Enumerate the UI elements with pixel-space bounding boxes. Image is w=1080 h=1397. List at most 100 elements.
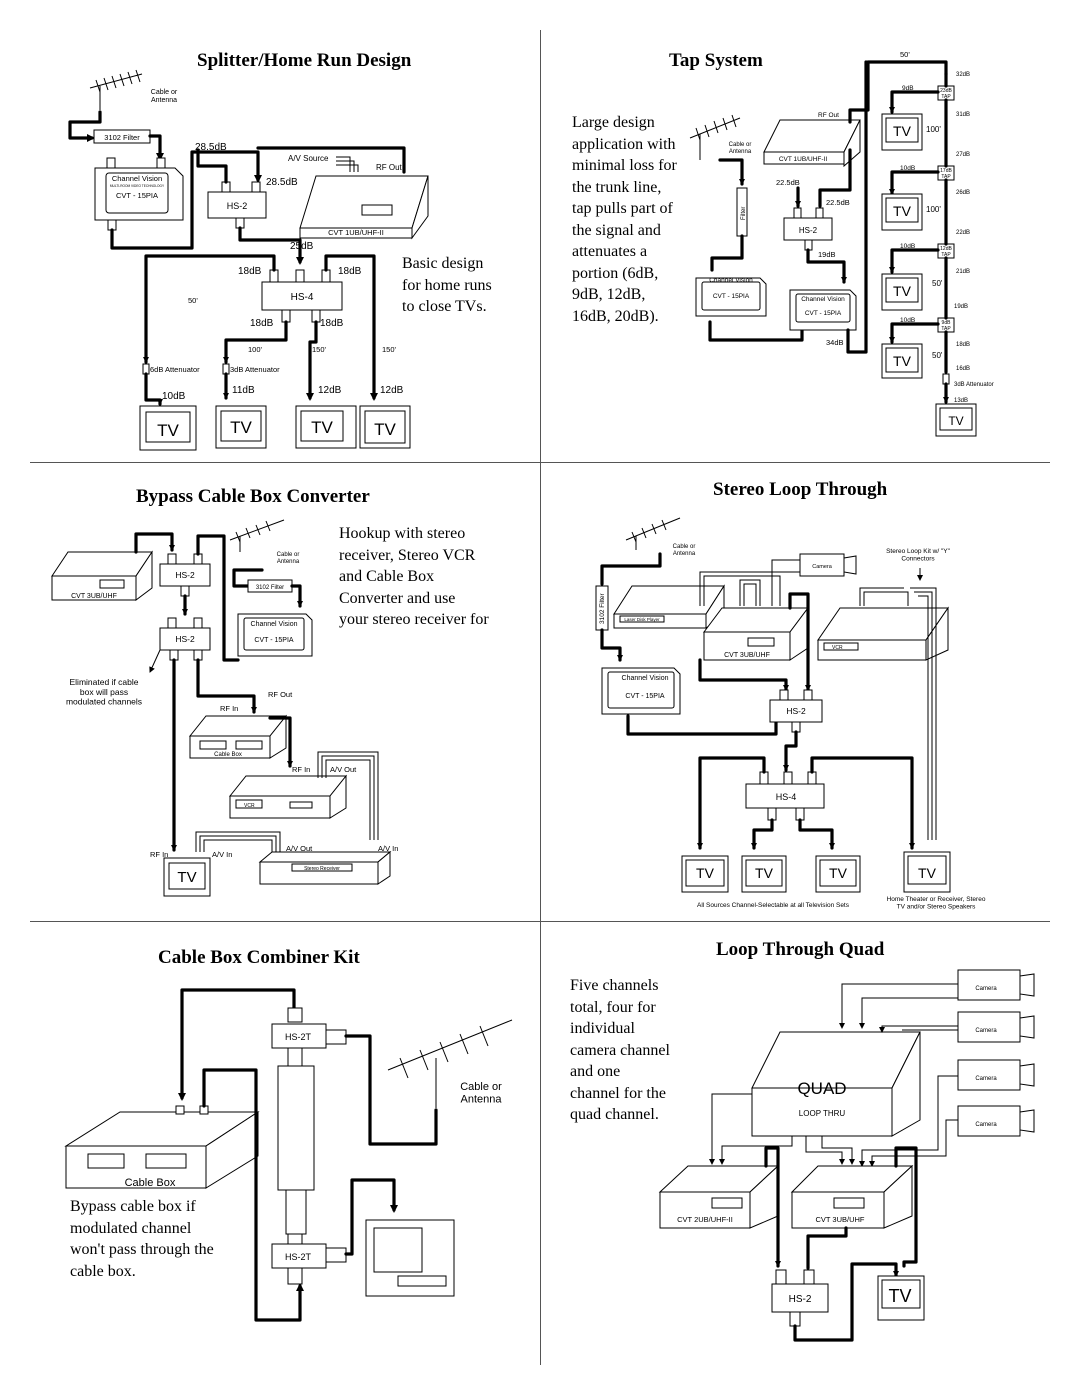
description-tap: Large design application with minimal lo…: [572, 112, 677, 327]
tap-value: 17dB: [940, 168, 952, 174]
db-label: 19dB: [818, 250, 836, 259]
tv-icon: [741, 855, 787, 893]
description-line: and Cable Box: [339, 568, 435, 585]
description-line: Hookup with stereo: [339, 525, 466, 542]
tv-label: TV: [888, 1286, 911, 1306]
db-label: 34dB: [826, 338, 844, 347]
length-label: 50': [932, 279, 943, 288]
description-line: minimal loss for: [572, 157, 677, 174]
antenna-icon: [387, 1019, 513, 1108]
text-line: Antenna: [277, 559, 300, 565]
camera-label: Camera: [975, 1028, 997, 1034]
attenuator-label: 6dB Attenuator: [150, 365, 200, 374]
description-line: Bypass cable box if: [70, 1198, 196, 1215]
hs2-splitter: [769, 689, 823, 733]
horizontal-divider-1: [30, 462, 1050, 463]
tv-label: TV: [177, 869, 196, 886]
description-line: the signal and: [572, 221, 661, 239]
description-line: application with: [572, 135, 676, 153]
hs2-label: HS-2: [799, 226, 818, 235]
cvt1ub-label: CVT 1UB/UHF-II: [328, 228, 384, 237]
cvt-15pia-modulator: [695, 277, 767, 317]
tv-icon: [295, 405, 357, 449]
hs2t-label: HS-2T: [285, 1032, 312, 1042]
brand-label: Channel Vision: [112, 174, 162, 183]
description-line: attenuates a: [572, 243, 648, 260]
tv-label: TV: [893, 203, 912, 219]
db-label: 9dB: [902, 85, 914, 92]
tv-label: TV: [829, 865, 848, 881]
antenna-icon: [89, 69, 143, 110]
db-label: 28.5dB: [266, 177, 298, 188]
description-line: 16dB, 20dB).: [572, 307, 659, 325]
description-line: receiver, Stereo VCR: [339, 546, 476, 564]
length-label: 50': [932, 351, 943, 360]
camera-label: Camera: [975, 1076, 997, 1082]
attenuator-label: 3dB Attenuator: [954, 382, 994, 388]
db-label: 28.5dB: [195, 142, 227, 153]
quad-label: QUAD: [797, 1079, 846, 1098]
db-label: 18dB: [338, 266, 362, 277]
coax-cable: [277, 1065, 315, 1235]
text-line: Cable or: [277, 552, 300, 558]
tv-icon: [139, 405, 197, 451]
db-label: 18dB: [250, 318, 274, 329]
modulator-label: CVT - 15PIA: [116, 191, 158, 200]
brand-label: Channel Vision: [251, 621, 298, 628]
description-line: portion (6dB,: [572, 264, 659, 282]
db-label: 27dB: [956, 152, 970, 158]
tv-label: TV: [374, 420, 396, 439]
length-label: 100': [926, 205, 941, 214]
tv-icon: [365, 1219, 455, 1297]
hs2-splitter: [771, 1269, 829, 1327]
filter-label: 3102 Filter: [256, 585, 284, 591]
cvt-15pia-modulator: [237, 613, 313, 657]
modulator-label: CVT - 15PIA: [713, 293, 750, 300]
description-line: for home runs: [402, 276, 492, 294]
db-label: 12dB: [318, 385, 342, 396]
tap-word: TAP: [941, 252, 951, 258]
hs4-label: HS-4: [776, 792, 797, 802]
tv-icon: [903, 851, 951, 893]
av-in-label: A/V In: [212, 850, 232, 859]
av-out-label: A/V Out: [286, 844, 313, 853]
av-in-label: A/V In: [378, 844, 398, 853]
description-line: 9dB, 12dB,: [572, 286, 646, 303]
rf-out-label: RF Out: [268, 690, 293, 699]
text-line: Antenna: [151, 97, 177, 104]
rf-out-label: RF Out: [376, 163, 403, 172]
db-label: 16dB: [956, 366, 970, 372]
cable-box: [188, 714, 288, 759]
tv-icon: [935, 403, 977, 437]
db-label: 25dB: [290, 241, 314, 252]
db-label: 10dB: [162, 391, 186, 402]
description-line: tap pulls part of: [572, 200, 673, 217]
av-source-label: A/V Source: [288, 154, 329, 163]
tv-icon: [163, 857, 211, 897]
text-line: Cable or: [673, 544, 696, 550]
tv-icon: [881, 343, 923, 379]
rf-out-label: RF Out: [818, 112, 839, 119]
stereo-receiver: [258, 850, 392, 885]
tv-icon: [877, 1275, 925, 1321]
attenuator-label: 3dB Attenuator: [230, 365, 280, 374]
tv-label: TV: [696, 865, 715, 881]
cvt2ub-label: CVT 2UB/UHF-II: [677, 1215, 733, 1224]
cable-box: [64, 1105, 260, 1189]
hs2-splitter: [207, 181, 267, 229]
tap-word: TAP: [941, 94, 951, 100]
title-combiner: Cable Box Combiner Kit: [158, 947, 360, 968]
text-line: Home Theater or Receiver, Stereo: [887, 896, 986, 903]
tv-label: TV: [157, 421, 179, 440]
rf-in-label: RF In: [292, 765, 310, 774]
text-line: Cable or: [729, 142, 752, 148]
cvt3ub-label: CVT 3UB/UHF: [71, 593, 117, 600]
camera-icon: [957, 1011, 1035, 1043]
text-line: Antenna: [673, 551, 696, 557]
vcr-label: VCR: [832, 645, 843, 651]
title-bypass: Bypass Cable Box Converter: [136, 486, 370, 507]
